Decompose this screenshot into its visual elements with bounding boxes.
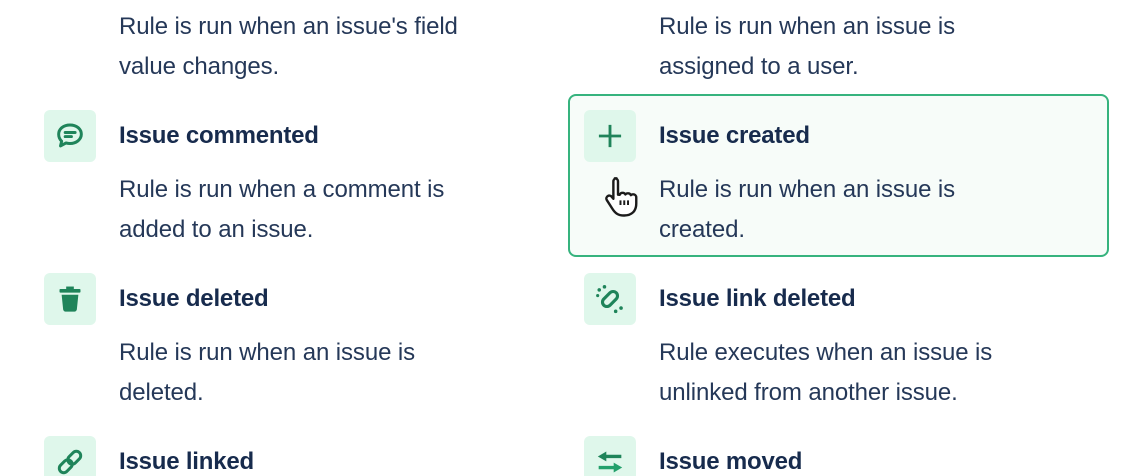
trigger-head: Issue created — [584, 110, 1093, 162]
trigger-item-issue-commented[interactable]: Issue commented Rule is run when a comme… — [28, 94, 568, 257]
trigger-description: Rule executes when an issue is unlinked f… — [659, 333, 1093, 413]
trigger-description-line: Rule executes when an issue is — [659, 339, 993, 366]
trigger-description-line: unlinked from another issue. — [659, 379, 958, 406]
trigger-description-line: added to an issue. — [119, 216, 314, 243]
trigger-head: Issue moved — [584, 436, 1093, 476]
trigger-item-issue-created[interactable]: Issue created Rule is run when an issue … — [568, 94, 1109, 257]
trigger-description-line: value changes. — [119, 53, 280, 80]
transfer-arrows-icon — [584, 436, 636, 476]
trigger-item-issue-moved[interactable]: Issue moved — [568, 420, 1109, 476]
trigger-description-line: Rule is run when an issue's field — [119, 13, 458, 40]
trigger-description-line: Rule is run when an issue is — [659, 13, 956, 40]
broken-link-icon — [584, 273, 636, 325]
trigger-description-line: Rule is run when an issue is — [119, 339, 416, 366]
trigger-item-issue-linked[interactable]: Issue linked — [28, 420, 568, 476]
trigger-description-line: Rule is run when a comment is — [119, 176, 445, 203]
link-icon — [44, 436, 96, 476]
trigger-head: Issue deleted — [44, 273, 552, 325]
trigger-description: Rule is run when an issue's field value c… — [119, 7, 552, 87]
trigger-head: Issue commented — [44, 110, 552, 162]
trigger-description-line: Rule is run when an issue is — [659, 176, 956, 203]
trigger-item-field-value-changes[interactable]: Rule is run when an issue's field value c… — [28, 0, 568, 94]
trigger-description: Rule is run when an issue is assigned to … — [659, 7, 1093, 87]
trigger-description: Rule is run when an issue is deleted. — [119, 333, 552, 413]
trigger-description: Rule is run when an issue is created. — [659, 170, 1093, 250]
trigger-head: Issue linked — [44, 436, 552, 476]
triggers-grid: Rule is run when an issue's field value c… — [28, 0, 1109, 476]
comment-icon — [44, 110, 96, 162]
trigger-item-issue-link-deleted[interactable]: Issue link deleted Rule executes when an… — [568, 257, 1109, 420]
trigger-title: Issue link deleted — [659, 285, 856, 312]
trigger-title: Issue linked — [119, 448, 254, 475]
trigger-title: Issue moved — [659, 448, 803, 475]
trigger-title: Issue deleted — [119, 285, 269, 312]
trigger-item-issue-assigned[interactable]: Rule is run when an issue is assigned to … — [568, 0, 1109, 94]
trigger-head: Issue link deleted — [584, 273, 1093, 325]
trigger-title: Issue created — [659, 122, 810, 149]
trigger-description-line: assigned to a user. — [659, 53, 859, 80]
trash-icon — [44, 273, 96, 325]
trigger-item-issue-deleted[interactable]: Issue deleted Rule is run when an issue … — [28, 257, 568, 420]
trigger-description: Rule is run when a comment is added to an… — [119, 170, 552, 250]
plus-icon — [584, 110, 636, 162]
trigger-description-line: deleted. — [119, 379, 204, 406]
trigger-title: Issue commented — [119, 122, 319, 149]
trigger-description-line: created. — [659, 216, 745, 243]
